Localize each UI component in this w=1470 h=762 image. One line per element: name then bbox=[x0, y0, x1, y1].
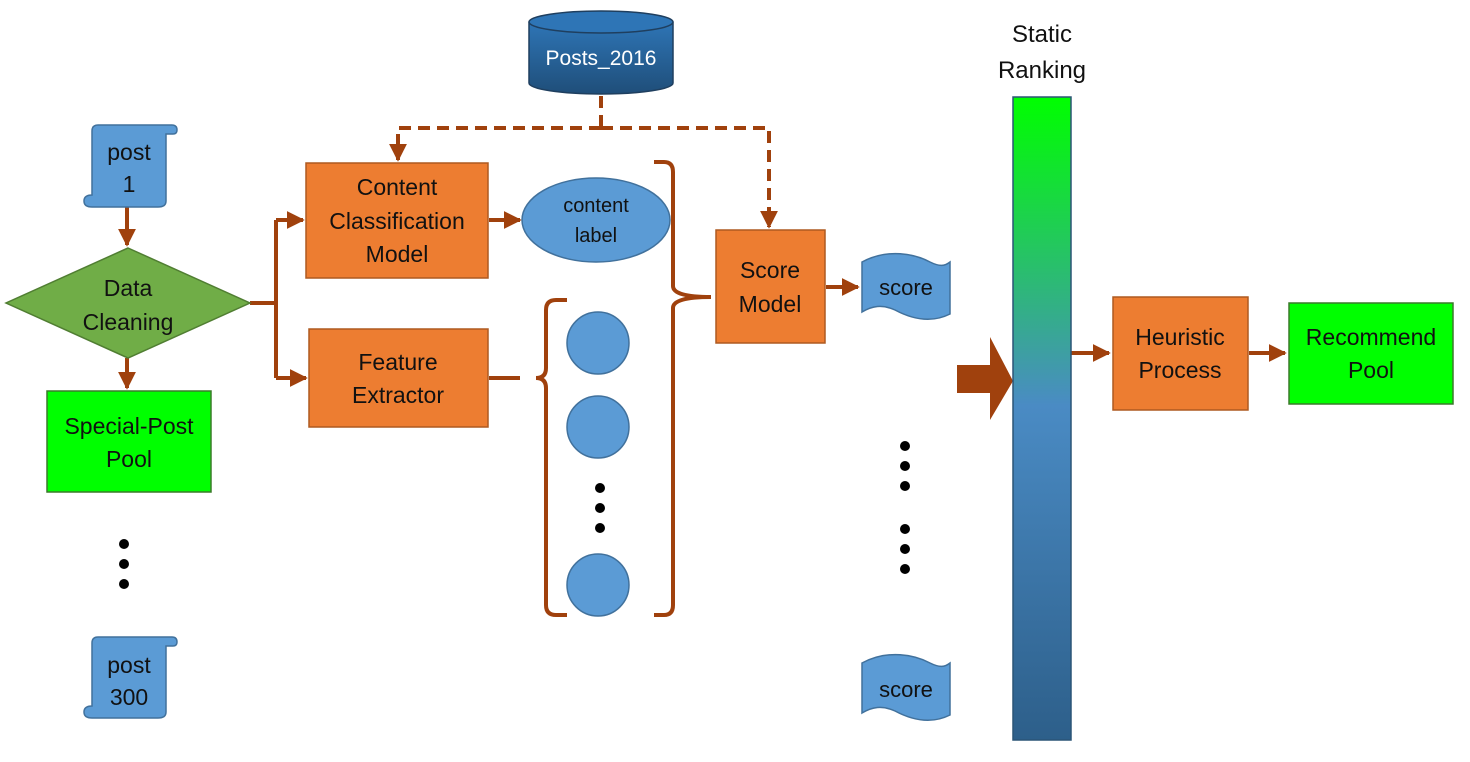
feature-circle bbox=[566, 395, 630, 459]
heuristic-label-line2: Process bbox=[1138, 357, 1221, 383]
feature-circle bbox=[566, 553, 630, 617]
content-model-label-line1: Content bbox=[357, 174, 438, 200]
vector-left-bracket bbox=[535, 298, 567, 617]
feature-extractor-label-line2: Extractor bbox=[352, 382, 444, 408]
score-model-label-line1: Score bbox=[740, 257, 800, 283]
score-top-node: score bbox=[861, 252, 951, 320]
static-ranking-title-line1: Static bbox=[1012, 21, 1072, 48]
special-post-pool: Special-Post Pool bbox=[46, 390, 212, 493]
static-ranking-bar bbox=[1012, 96, 1072, 741]
score-model-label-line2: Model bbox=[739, 291, 802, 317]
post-first-scroll: post 1 bbox=[83, 124, 178, 208]
data-cleaning-label-line1: Data bbox=[104, 275, 153, 301]
feature-extractor: Feature Extractor bbox=[308, 328, 489, 428]
data-cleaning-label-line2: Cleaning bbox=[83, 309, 174, 335]
feature-vector bbox=[566, 311, 630, 617]
content-model-label-line3: Model bbox=[366, 241, 429, 267]
heuristic-process: Heuristic Process bbox=[1112, 296, 1249, 411]
feature-circle bbox=[566, 311, 630, 375]
db-to-content-model-arrow bbox=[389, 126, 601, 162]
feature-extractor-label-line1: Feature bbox=[358, 349, 437, 375]
content-label-line1: content bbox=[563, 195, 629, 217]
post-last-scroll: post 300 bbox=[83, 636, 178, 719]
post-last-label-line2: 300 bbox=[110, 684, 148, 710]
recommend-pool-label-line2: Pool bbox=[1348, 357, 1394, 383]
scores-ellipsis bbox=[900, 441, 910, 574]
big-right-arrow-icon bbox=[957, 337, 1013, 420]
post-last-label-line1: post bbox=[107, 652, 151, 678]
db-to-score-model-arrow bbox=[601, 126, 778, 229]
special-pool-label-line1: Special-Post bbox=[64, 413, 194, 439]
content-label-node: content label bbox=[521, 177, 671, 263]
connectors bbox=[118, 96, 1287, 617]
score-top-label: score bbox=[879, 275, 933, 300]
inputs-right-brace bbox=[654, 160, 712, 617]
post-first-label-line2: 1 bbox=[123, 171, 136, 197]
heuristic-label-line1: Heuristic bbox=[1135, 324, 1224, 350]
score-bottom-node: score bbox=[861, 653, 951, 721]
content-classification-model: Content Classification Model bbox=[305, 162, 489, 279]
recommend-pool-label-line1: Recommend bbox=[1306, 324, 1436, 350]
database-label: Posts_2016 bbox=[546, 47, 657, 70]
post-first-label-line1: post bbox=[107, 139, 151, 165]
static-ranking-title-line2: Ranking bbox=[998, 57, 1086, 84]
posts-ellipsis bbox=[119, 539, 129, 589]
score-bottom-label: score bbox=[879, 677, 933, 702]
score-model: Score Model bbox=[715, 229, 826, 344]
content-label-line2: label bbox=[575, 225, 617, 247]
static-ranking: Static Ranking bbox=[998, 21, 1086, 741]
recommend-pool: Recommend Pool bbox=[1288, 302, 1454, 405]
content-model-label-line2: Classification bbox=[329, 208, 465, 234]
data-cleaning-decision: Data Cleaning bbox=[4, 247, 252, 359]
special-pool-label-line2: Pool bbox=[106, 446, 152, 472]
posts-database: Posts_2016 bbox=[528, 10, 674, 95]
